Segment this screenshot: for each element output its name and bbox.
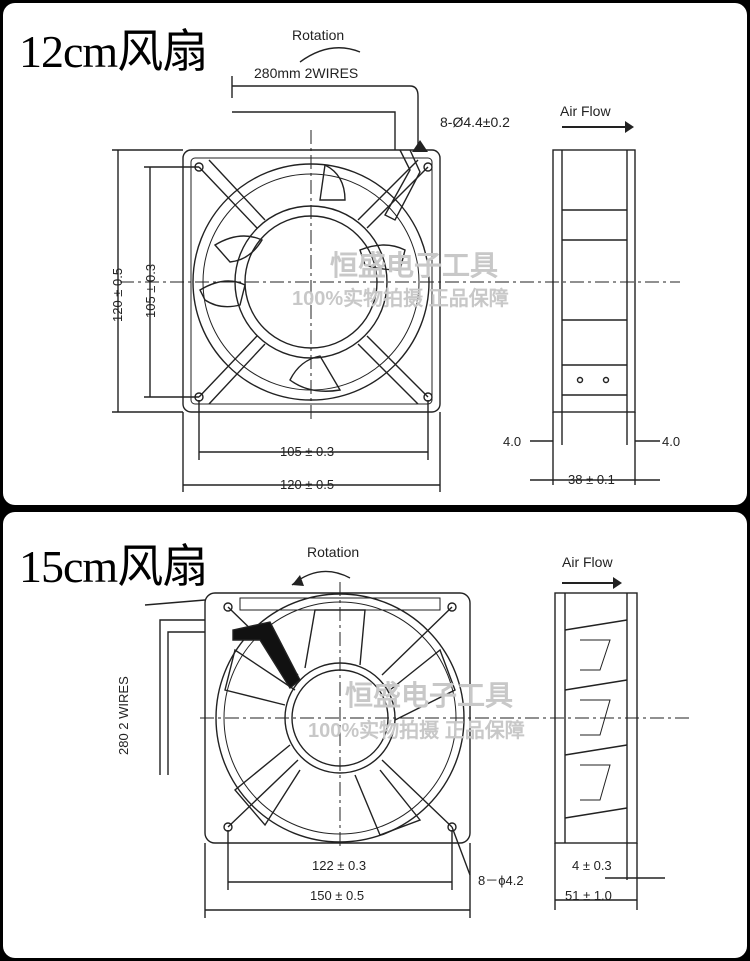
fan-blade [289,355,342,392]
fan-12cm-panel: 12cm风扇 [3,3,747,505]
panel-title: 12cm风扇 [19,26,208,77]
side-view [552,149,636,413]
dim-height-inner: 105 ± 0.3 [143,264,158,318]
rotation-arrow [299,47,361,63]
dim-height-outer: 120 ± 0.5 [110,268,125,322]
airflow-label: Air Flow [562,554,613,570]
wire [159,619,205,775]
dim-width-inner: 105 ± 0.3 [280,444,334,459]
mount-hole [223,602,233,612]
dim-side-right: 4.0 [662,434,680,449]
dim-width-outer: 150 ± 0.5 [310,888,364,903]
mount-hole [447,602,457,612]
dim-depth: 38 ± 0.1 [568,472,615,487]
watermark: 恒盛电子工具 [345,680,513,711]
watermark: 100%实物拍摄 正品保障 [292,286,509,310]
fan-blade [359,244,406,271]
wire [232,85,419,145]
watermark: 100%实物拍摄 正品保障 [308,718,525,742]
hole-label: 8－ϕ4.2 [478,873,524,888]
fan-hub [284,662,396,774]
fan-frame [182,149,441,413]
dim-side-flange: 4 ± 0.3 [572,858,612,873]
dim-side-left: 4.0 [503,434,521,449]
wire-label: 280 2 WIRES [116,676,131,755]
fan-blade [389,648,456,721]
mount-hole [423,162,433,172]
fan-15cm-panel: 15cm风扇 [3,512,747,958]
dim-width-outer: 120 ± 0.5 [280,477,334,492]
fan-blade [319,163,346,201]
watermark: 恒盛电子工具 [330,250,498,281]
fan-ring [215,593,465,843]
side-view [554,592,638,844]
hole-label: 8-Ø4.4±0.2 [440,114,510,130]
airflow-label: Air Flow [560,103,611,119]
rotation-label: Rotation [292,27,344,43]
fan-blade [304,609,366,669]
fan-blade [234,744,301,827]
fan-15cm-drawing: 恒盛电子工具 100%实物拍摄 正品保障 Rotation Air Flow 2… [116,544,690,918]
panel-title: 15cm风扇 [19,541,208,592]
wire-label: 280mm 2WIRES [254,65,358,81]
wire-clip [232,621,301,690]
rotation-label: Rotation [307,544,359,560]
fan-blade [199,280,246,308]
fan-blade [224,648,296,706]
fan-ring [192,163,430,401]
fan-12cm-drawing: 恒盛电子工具 100%实物拍摄 正品保障 Rotation 280mm 2WIR… [110,27,680,492]
dim-depth: 51 ± 1.0 [565,888,612,903]
fan-frame [204,592,471,844]
dim-width-inner: 122 ± 0.3 [312,858,366,873]
fan-blade [213,235,264,263]
fan-blade [354,769,422,836]
